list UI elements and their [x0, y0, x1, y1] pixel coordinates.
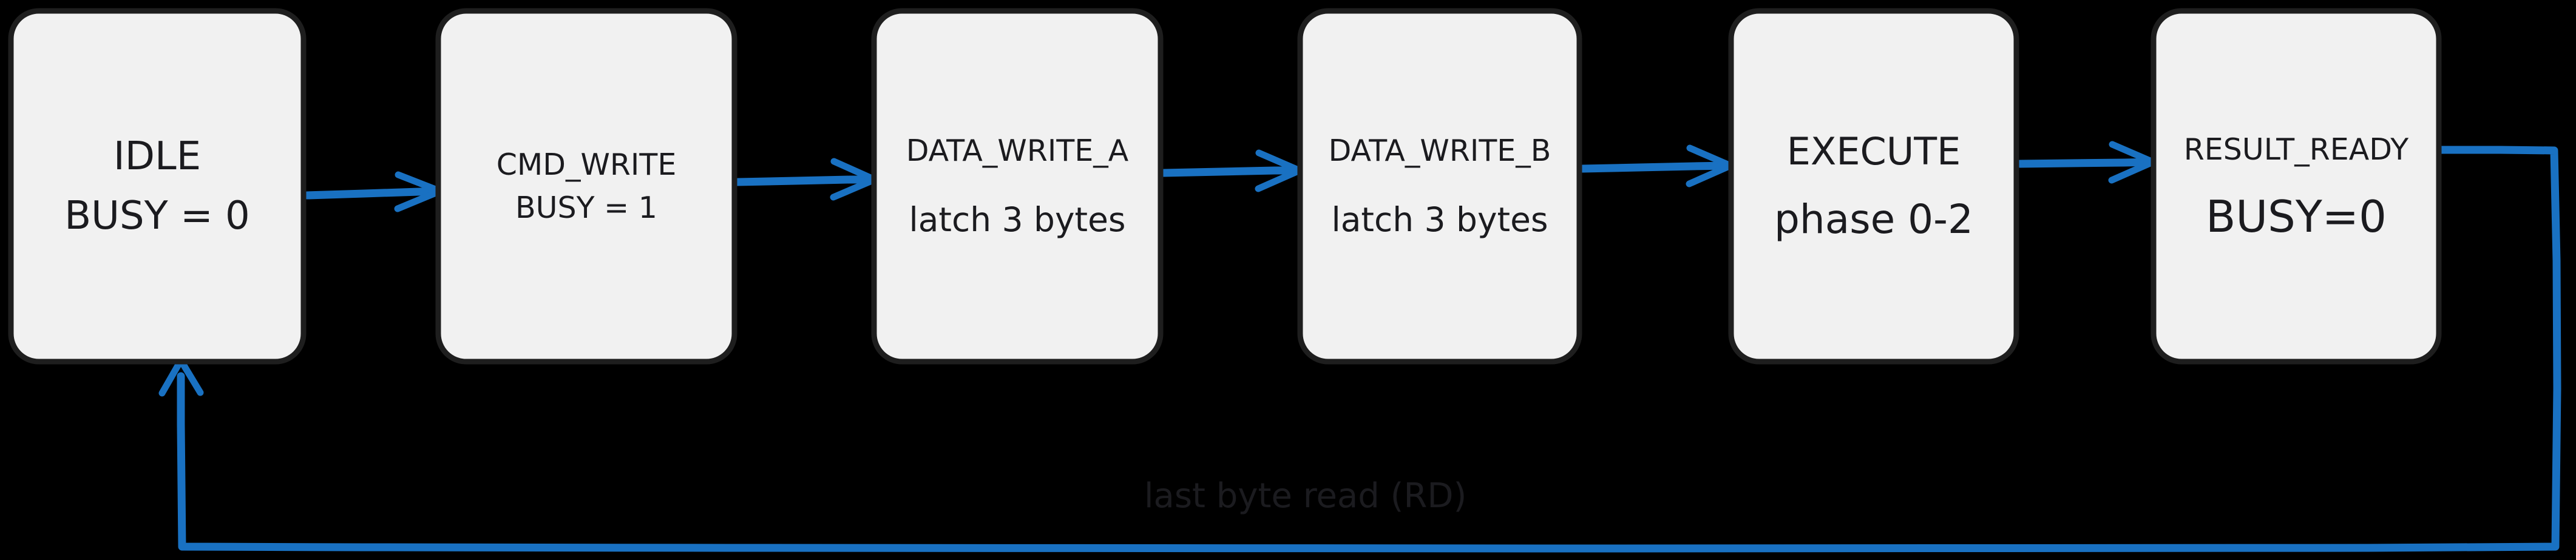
state-box-result-ready: [2151, 8, 2442, 365]
state-subtitle-data-write-b: latch 3 bytes: [1331, 200, 1548, 239]
state-node-cmd-write[interactable]: CMD_WRITE BUSY = 1: [438, 11, 734, 362]
state-node-idle[interactable]: IDLE BUSY = 0: [11, 11, 303, 362]
state-subtitle-idle: BUSY = 0: [64, 194, 250, 238]
state-title-execute: EXECUTE: [1786, 129, 1961, 174]
state-subtitle-cmd-write: BUSY = 1: [515, 191, 657, 225]
state-title-result-ready: RESULT_READY: [2183, 132, 2409, 167]
state-subtitle-execute: phase 0-2: [1774, 196, 1973, 243]
state-node-data-write-b[interactable]: DATA_WRITE_B latch 3 bytes: [1300, 11, 1579, 362]
state-box-execute: [1728, 8, 2019, 365]
state-node-result-ready[interactable]: RESULT_READY BUSY=0: [2154, 11, 2439, 362]
state-title-cmd-write: CMD_WRITE: [496, 147, 677, 182]
state-subtitle-data-write-a: latch 3 bytes: [909, 200, 1126, 239]
state-subtitle-result-ready: BUSY=0: [2206, 191, 2387, 242]
state-box-idle: [8, 8, 307, 365]
state-box-data-write-b: [1297, 8, 1582, 365]
state-title-data-write-a: DATA_WRITE_A: [906, 133, 1129, 168]
state-box-data-write-a: [871, 8, 1164, 365]
transition-label-last-byte-read: last byte read (RD): [1144, 476, 1467, 516]
state-node-execute[interactable]: EXECUTE phase 0-2: [1731, 11, 2016, 362]
state-box-cmd-write: [435, 8, 737, 365]
state-title-idle: IDLE: [113, 134, 202, 179]
state-node-data-write-a[interactable]: DATA_WRITE_A latch 3 bytes: [874, 11, 1161, 362]
state-title-data-write-b: DATA_WRITE_B: [1328, 133, 1551, 168]
